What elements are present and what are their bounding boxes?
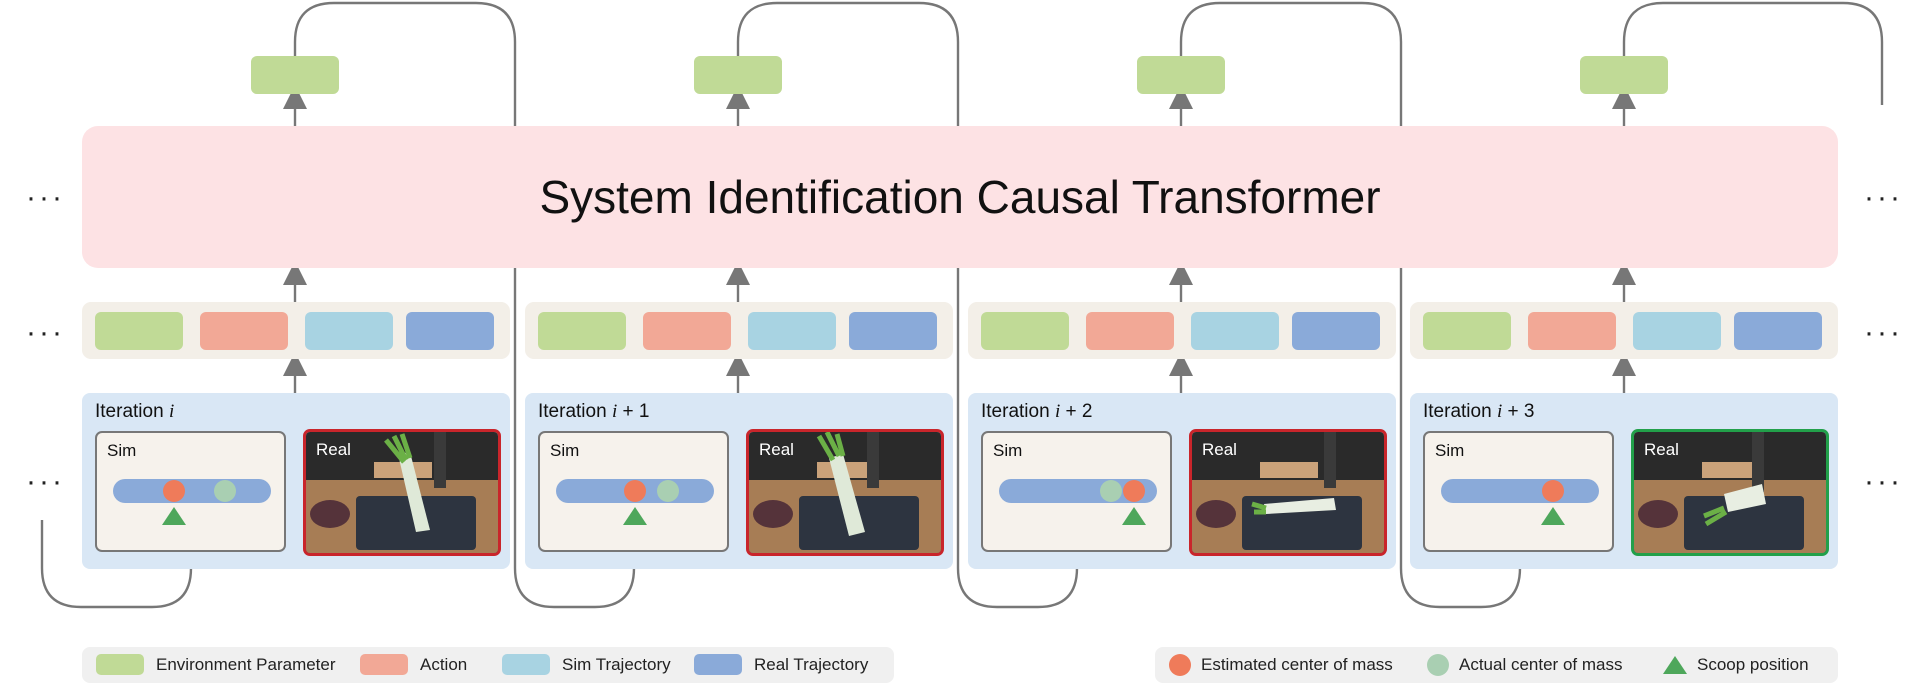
sim-label: Sim <box>107 441 137 460</box>
legend-scoop-triangle-icon <box>1663 656 1687 674</box>
sim-bar <box>113 479 271 503</box>
sim-trajectory-token <box>1191 312 1279 350</box>
sim-trajectory-token <box>1633 312 1721 350</box>
iteration-panel: Iteration i + 1 Sim Real <box>525 393 953 569</box>
legend-label-real-trajectory: Real Trajectory <box>754 655 869 674</box>
token-row <box>1410 302 1838 359</box>
sim-trajectory-token <box>305 312 393 350</box>
ellipsis-left-top: ··· <box>26 181 65 214</box>
real-photo <box>749 432 941 553</box>
ellipsis-right-mid: ··· <box>1864 316 1903 349</box>
sim-panel: Sim <box>1423 431 1614 552</box>
iteration-label: Iteration i + 2 <box>981 401 1093 422</box>
transformer-title: System Identification Causal Transformer <box>539 171 1381 223</box>
sim-panel: Sim <box>95 431 286 552</box>
sim-bar <box>1441 479 1599 503</box>
scoop-triangle <box>1541 507 1565 525</box>
scoop-triangle <box>623 507 647 525</box>
real-photo <box>1192 432 1384 553</box>
sim-trajectory-token <box>748 312 836 350</box>
ellipsis-left-mid: ··· <box>26 316 65 349</box>
actual-com-dot <box>657 480 679 502</box>
ellipsis-left-bottom: ··· <box>26 465 65 498</box>
marker-legend: Estimated center of mass Actual center o… <box>1155 647 1838 683</box>
action-token <box>643 312 731 350</box>
legend-estimated-com-dot <box>1169 654 1191 676</box>
estimated-com-dot <box>163 480 185 502</box>
legend-label-sim-trajectory: Sim Trajectory <box>562 655 671 674</box>
env-param-token <box>981 312 1069 350</box>
iteration-panel: Iteration i Sim Real <box>82 393 510 569</box>
legend-swatch-env-param <box>96 654 144 675</box>
real-trajectory-token <box>1734 312 1822 350</box>
legend-actual-com-dot <box>1427 654 1449 676</box>
token-row <box>968 302 1396 359</box>
env-param-token <box>694 56 782 94</box>
real-trajectory-token <box>406 312 494 350</box>
env-param-token <box>95 312 183 350</box>
scoop-triangle <box>162 507 186 525</box>
env-param-token <box>538 312 626 350</box>
legend-label-env-param: Environment Parameter <box>156 655 336 674</box>
action-token <box>1528 312 1616 350</box>
env-param-token <box>251 56 339 94</box>
action-token <box>1086 312 1174 350</box>
actual-com-dot <box>1100 480 1122 502</box>
real-panel: Real <box>1631 429 1829 556</box>
token-legend: Environment Parameter Action Sim Traject… <box>82 647 894 683</box>
sim-label: Sim <box>1435 441 1465 460</box>
legend-label-action: Action <box>420 655 468 674</box>
real-photo <box>1634 432 1826 553</box>
iteration-panel: Iteration i + 2 Sim Real <box>968 393 1396 569</box>
real-label: Real <box>759 440 794 459</box>
ellipsis-right-bottom: ··· <box>1864 465 1903 498</box>
real-label: Real <box>1644 440 1679 459</box>
real-panel: Real <box>1189 429 1387 556</box>
real-panel: Real <box>746 429 944 556</box>
real-label: Real <box>316 440 351 459</box>
estimated-com-dot <box>1123 480 1145 502</box>
sim-bar <box>556 479 714 503</box>
iteration-panel: Iteration i + 3 Sim Real <box>1410 393 1838 569</box>
iteration-label: Iteration i + 1 <box>538 401 650 422</box>
iteration-label: Iteration i <box>95 401 175 422</box>
sim-panel: Sim <box>538 431 729 552</box>
legend-swatch-sim-trajectory <box>502 654 550 675</box>
env-param-token <box>1580 56 1668 94</box>
transformer-block: System Identification Causal Transformer <box>82 126 1838 268</box>
env-param-token <box>1423 312 1511 350</box>
token-row <box>82 302 510 359</box>
legend-label-estimated-com: Estimated center of mass <box>1201 655 1393 674</box>
sim-label: Sim <box>550 441 580 460</box>
real-panel: Real <box>303 429 501 556</box>
actual-com-dot <box>214 480 236 502</box>
legend-swatch-real-trajectory <box>694 654 742 675</box>
sim-panel: Sim <box>981 431 1172 552</box>
real-photo <box>306 432 498 553</box>
sim-label: Sim <box>993 441 1023 460</box>
sim-bar <box>999 479 1157 503</box>
estimated-com-dot <box>624 480 646 502</box>
legend-swatch-action <box>360 654 408 675</box>
real-trajectory-token <box>1292 312 1380 350</box>
legend-label-scoop-position: Scoop position <box>1697 655 1809 674</box>
iteration-label: Iteration i + 3 <box>1423 401 1535 422</box>
legend-label-actual-com: Actual center of mass <box>1459 655 1623 674</box>
real-trajectory-token <box>849 312 937 350</box>
env-param-token <box>1137 56 1225 94</box>
estimated-com-dot <box>1542 480 1564 502</box>
scoop-triangle <box>1122 507 1146 525</box>
real-label: Real <box>1202 440 1237 459</box>
token-row <box>525 302 953 359</box>
ellipsis-right-top: ··· <box>1864 181 1903 214</box>
action-token <box>200 312 288 350</box>
